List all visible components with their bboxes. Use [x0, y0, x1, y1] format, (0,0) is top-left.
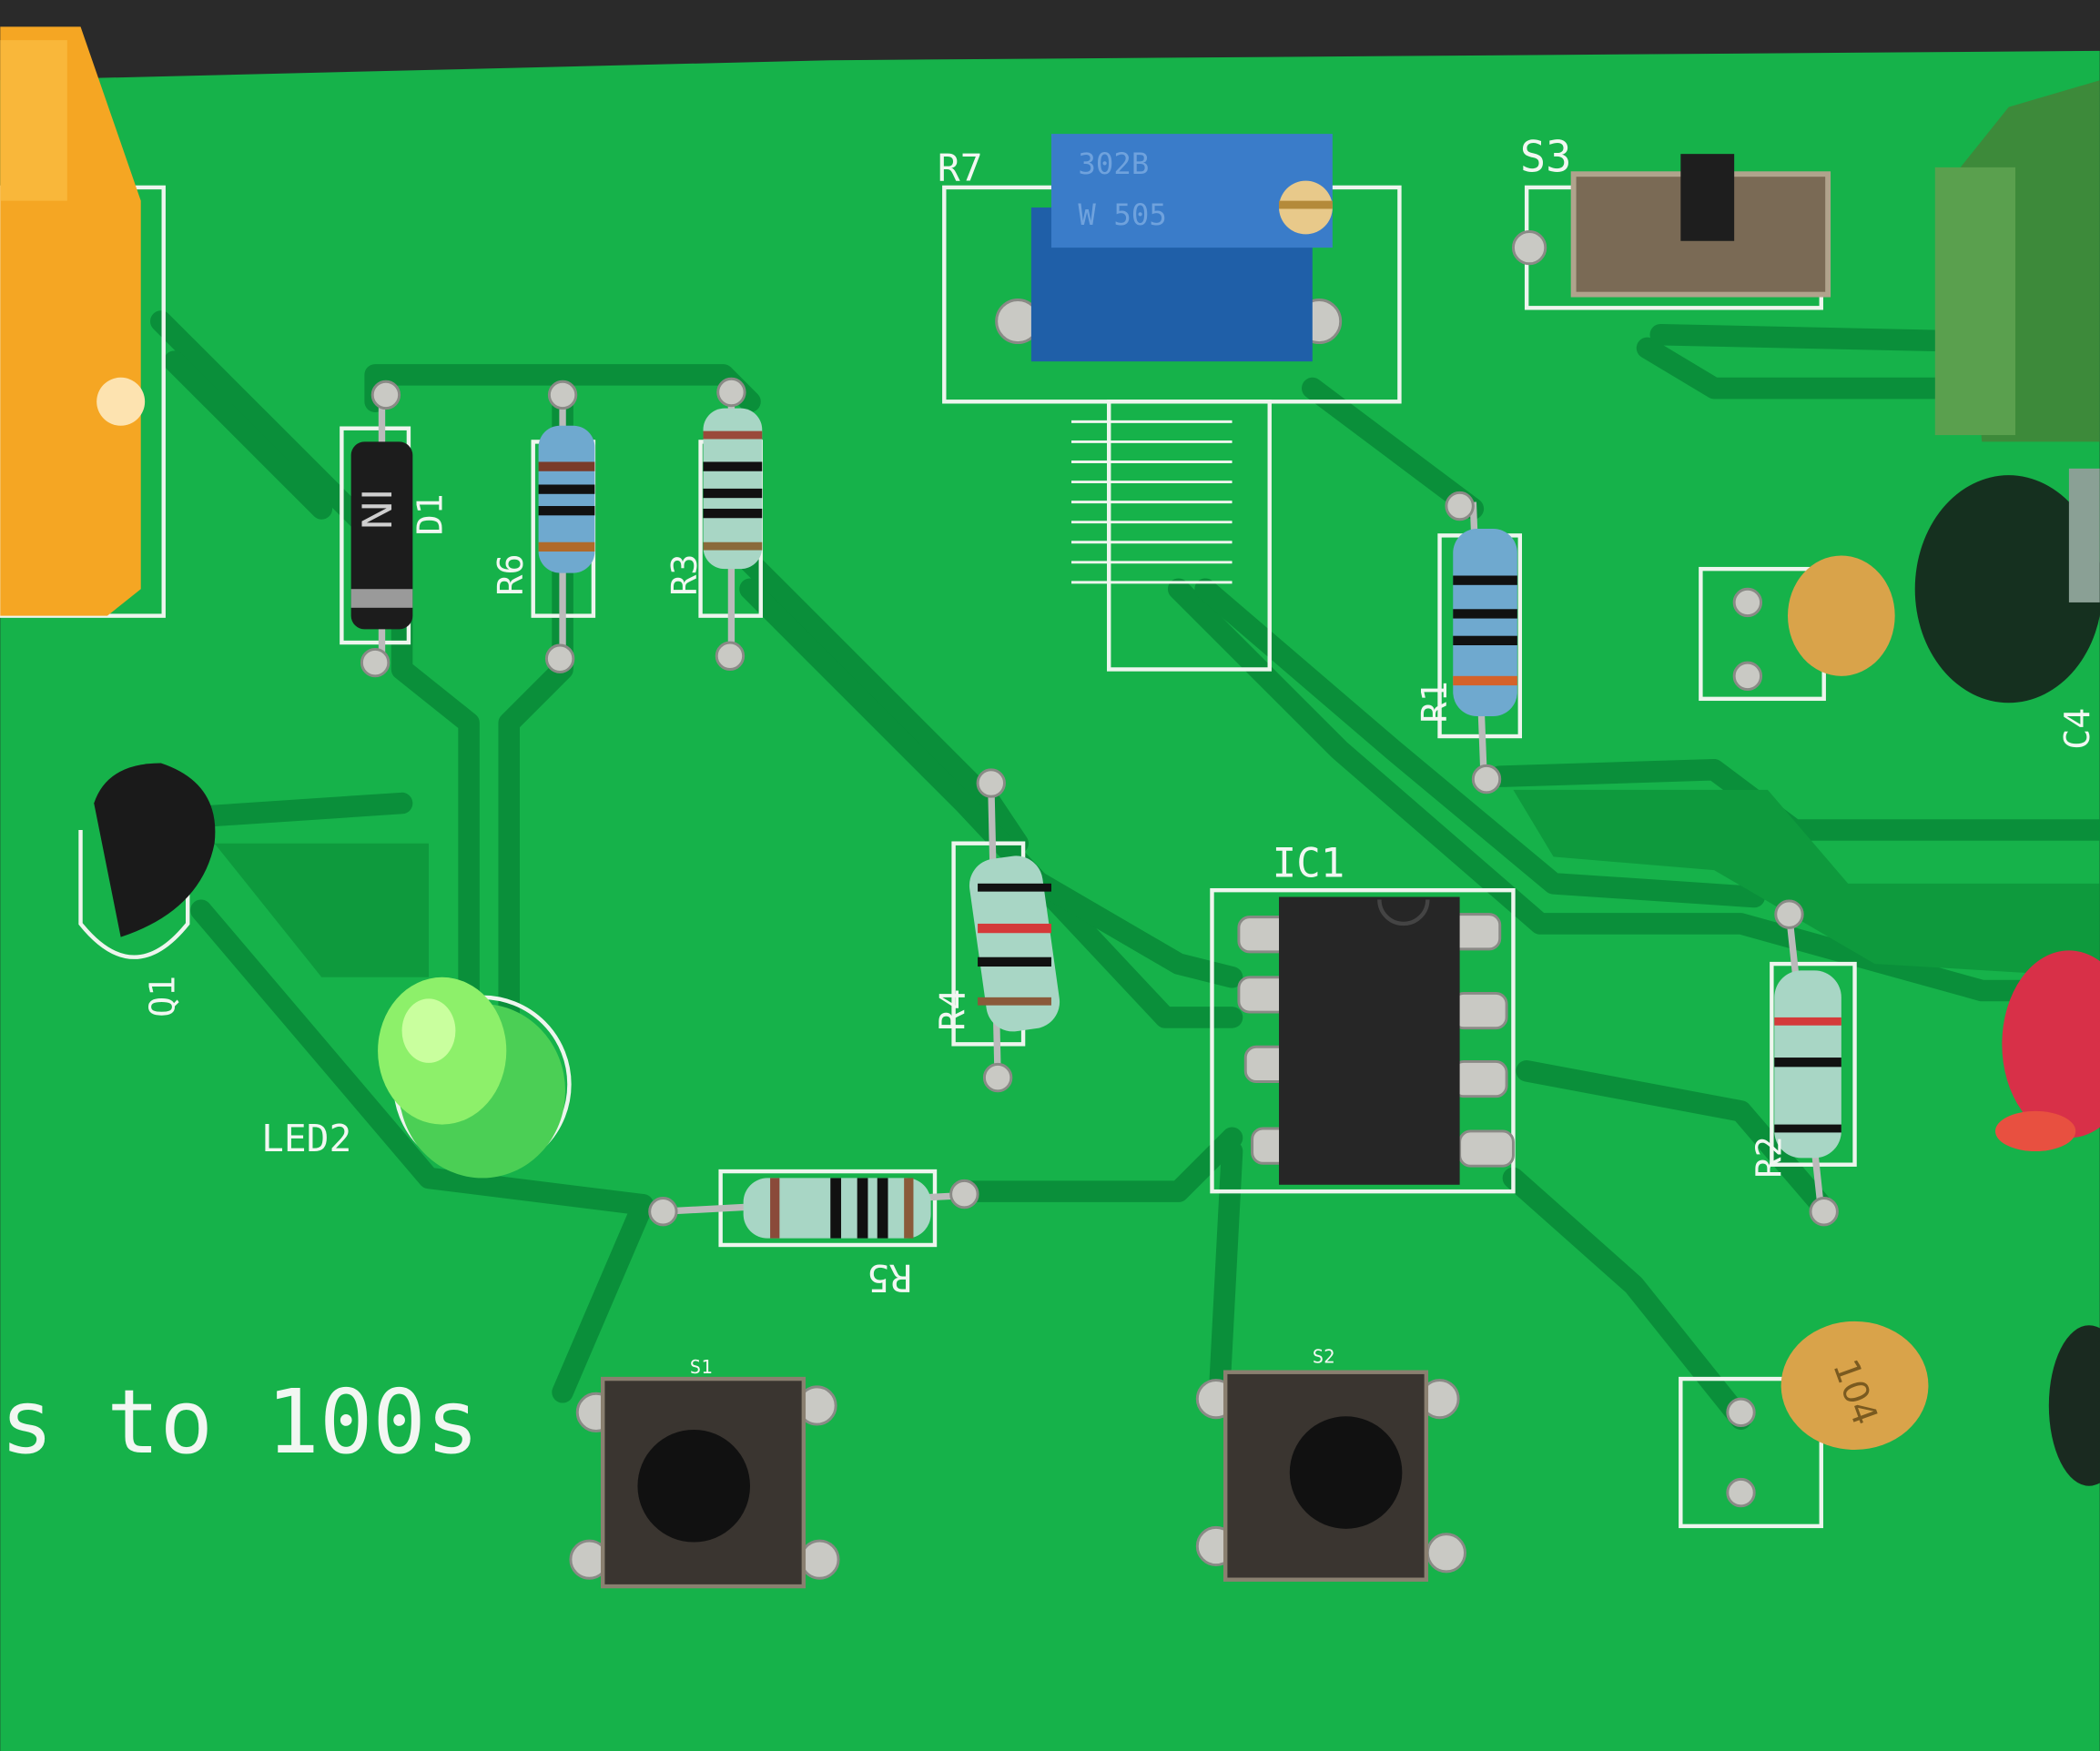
push-button-s2[interactable]	[1195, 1370, 1466, 1582]
ground-pour	[214, 843, 429, 977]
resistor-r2	[1770, 899, 1857, 1227]
potentiometer-r7[interactable]: 302B W 505	[942, 134, 1402, 672]
label-r5: R5	[867, 1256, 912, 1300]
label-r4: R4	[933, 989, 973, 1031]
label-c4: C4	[2058, 708, 2098, 750]
silkscreen-range-text: s to 100s	[0, 1371, 479, 1473]
pot-marking-2: W 505	[1078, 197, 1166, 232]
label-r2: R2	[1750, 1136, 1791, 1178]
terminal-block-left	[0, 26, 166, 618]
label-led2: LED2	[261, 1117, 351, 1160]
slide-switch-s3[interactable]	[1511, 154, 1831, 310]
resistor-r4	[951, 768, 1060, 1093]
ic1-dip8	[1210, 887, 1516, 1194]
label-s3: S3	[1520, 132, 1572, 182]
label-r1: R1	[1415, 681, 1456, 723]
electrolytic-capacitor-c4	[1914, 468, 2100, 703]
ceramic-capacitor-top	[1699, 555, 1895, 702]
label-d1: D1	[411, 493, 451, 535]
ceramic-capacitor-bottom: 104	[1679, 1321, 1929, 1529]
transistor-q1	[78, 763, 216, 959]
pot-marking-1: 302B	[1078, 147, 1149, 181]
led-red	[1994, 950, 2100, 1152]
ground-pour	[1513, 789, 2100, 977]
resistor-r3	[698, 377, 763, 671]
diode-marking: IN	[351, 489, 398, 531]
label-ic1: IC1	[1273, 840, 1345, 886]
label-s2: S2	[1313, 1345, 1335, 1367]
label-q1: Q1	[143, 976, 183, 1017]
resistor-r1	[1437, 491, 1523, 795]
label-r3: R3	[665, 554, 705, 596]
push-button-s1[interactable]	[569, 1376, 840, 1589]
resistor-r5	[648, 1169, 979, 1248]
capacitor-edge	[2048, 1325, 2100, 1486]
resistor-r6	[531, 380, 596, 673]
terminal-block-right	[1934, 80, 2100, 442]
label-s1: S1	[690, 1356, 713, 1378]
label-r7: R7	[938, 147, 983, 190]
diode-d1: IN	[340, 380, 413, 678]
led2-green	[378, 977, 572, 1179]
label-r6: R6	[492, 554, 532, 596]
